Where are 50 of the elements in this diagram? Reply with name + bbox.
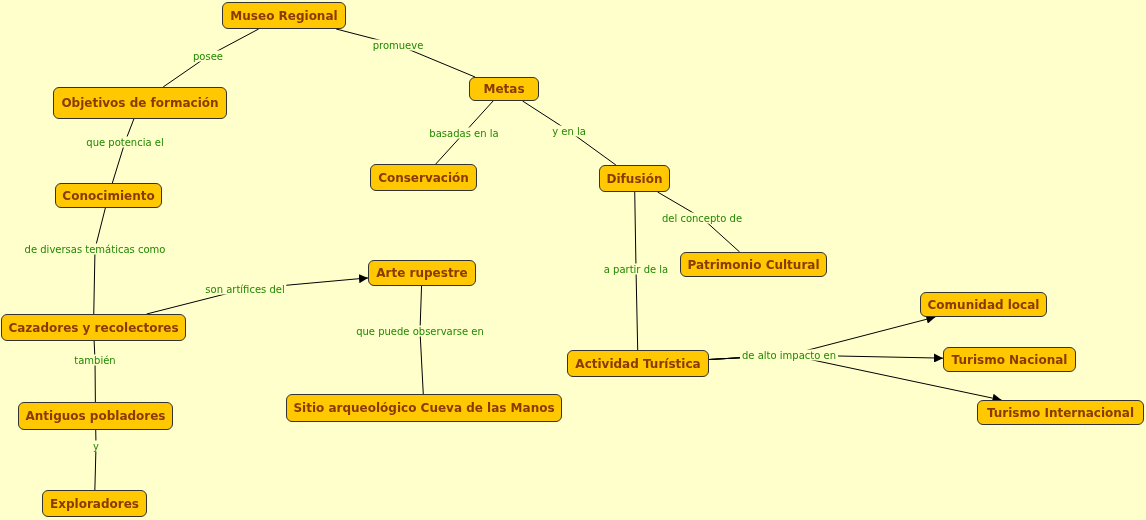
concept-box: [567, 350, 709, 377]
concept-box: [469, 77, 539, 101]
concept-label: Conservación: [378, 170, 469, 185]
concept-label: Turismo Internacional: [986, 405, 1135, 420]
concept-box: [920, 292, 1047, 317]
concept-label: Comunidad local: [927, 297, 1040, 312]
concept-label: Arte rupestre: [376, 266, 468, 280]
concept-label: Objetivos de formación: [61, 96, 219, 110]
connector-line: [93, 207, 106, 315]
concept-box: [18, 402, 173, 430]
concept-label: Patrimonio Cultural: [687, 257, 820, 272]
concept-box: [977, 400, 1144, 425]
concept-box: [222, 2, 346, 29]
edge-label: y en la: [550, 125, 588, 137]
edge-label: también: [72, 354, 118, 366]
edge-label: basadas en la: [427, 127, 501, 139]
concept-label: Turismo Nacional: [951, 352, 1068, 367]
connector-line: [94, 429, 97, 491]
concept-label: Conocimiento: [62, 188, 155, 203]
concept-label: Metas: [483, 82, 525, 96]
concept-label: Antiguos pobladores: [25, 409, 166, 423]
concept-box: [42, 490, 147, 517]
edge-label: de alto impacto en: [740, 349, 838, 361]
concept-label: Museo Regional: [230, 8, 338, 23]
concept-label: Cazadores y recolectores: [8, 320, 179, 335]
concept-box: [1, 314, 186, 341]
concept-box: [943, 347, 1076, 372]
edge-label: del concepto de: [659, 212, 745, 224]
concept-box: [599, 165, 670, 192]
connector-line: [419, 285, 424, 395]
edge-label: de diversas temáticas como: [22, 243, 168, 255]
edge-label: y: [91, 440, 101, 452]
edge-label: posee: [191, 50, 225, 62]
concept-box: [286, 394, 562, 422]
concept-label: Difusión: [606, 171, 663, 186]
concept-label: Exploradores: [50, 496, 139, 511]
edge-label: promueve: [370, 39, 426, 51]
concept-box: [370, 164, 477, 191]
concept-box: [55, 183, 162, 208]
edge-label: a partir de la: [601, 263, 671, 275]
concept-box: [680, 252, 827, 277]
edge-label: que potencia el: [84, 136, 166, 148]
concept-box: [368, 260, 476, 286]
connector-line: [634, 191, 639, 351]
concept-label: Sitio arqueológico Cueva de las Manos: [293, 401, 555, 415]
edge-label: son artífices del: [203, 283, 287, 295]
connector-line: [93, 340, 96, 403]
concept-box: [53, 87, 227, 119]
concept-label: Actividad Turística: [575, 356, 701, 371]
edge-label: que puede observarse en: [354, 325, 486, 337]
